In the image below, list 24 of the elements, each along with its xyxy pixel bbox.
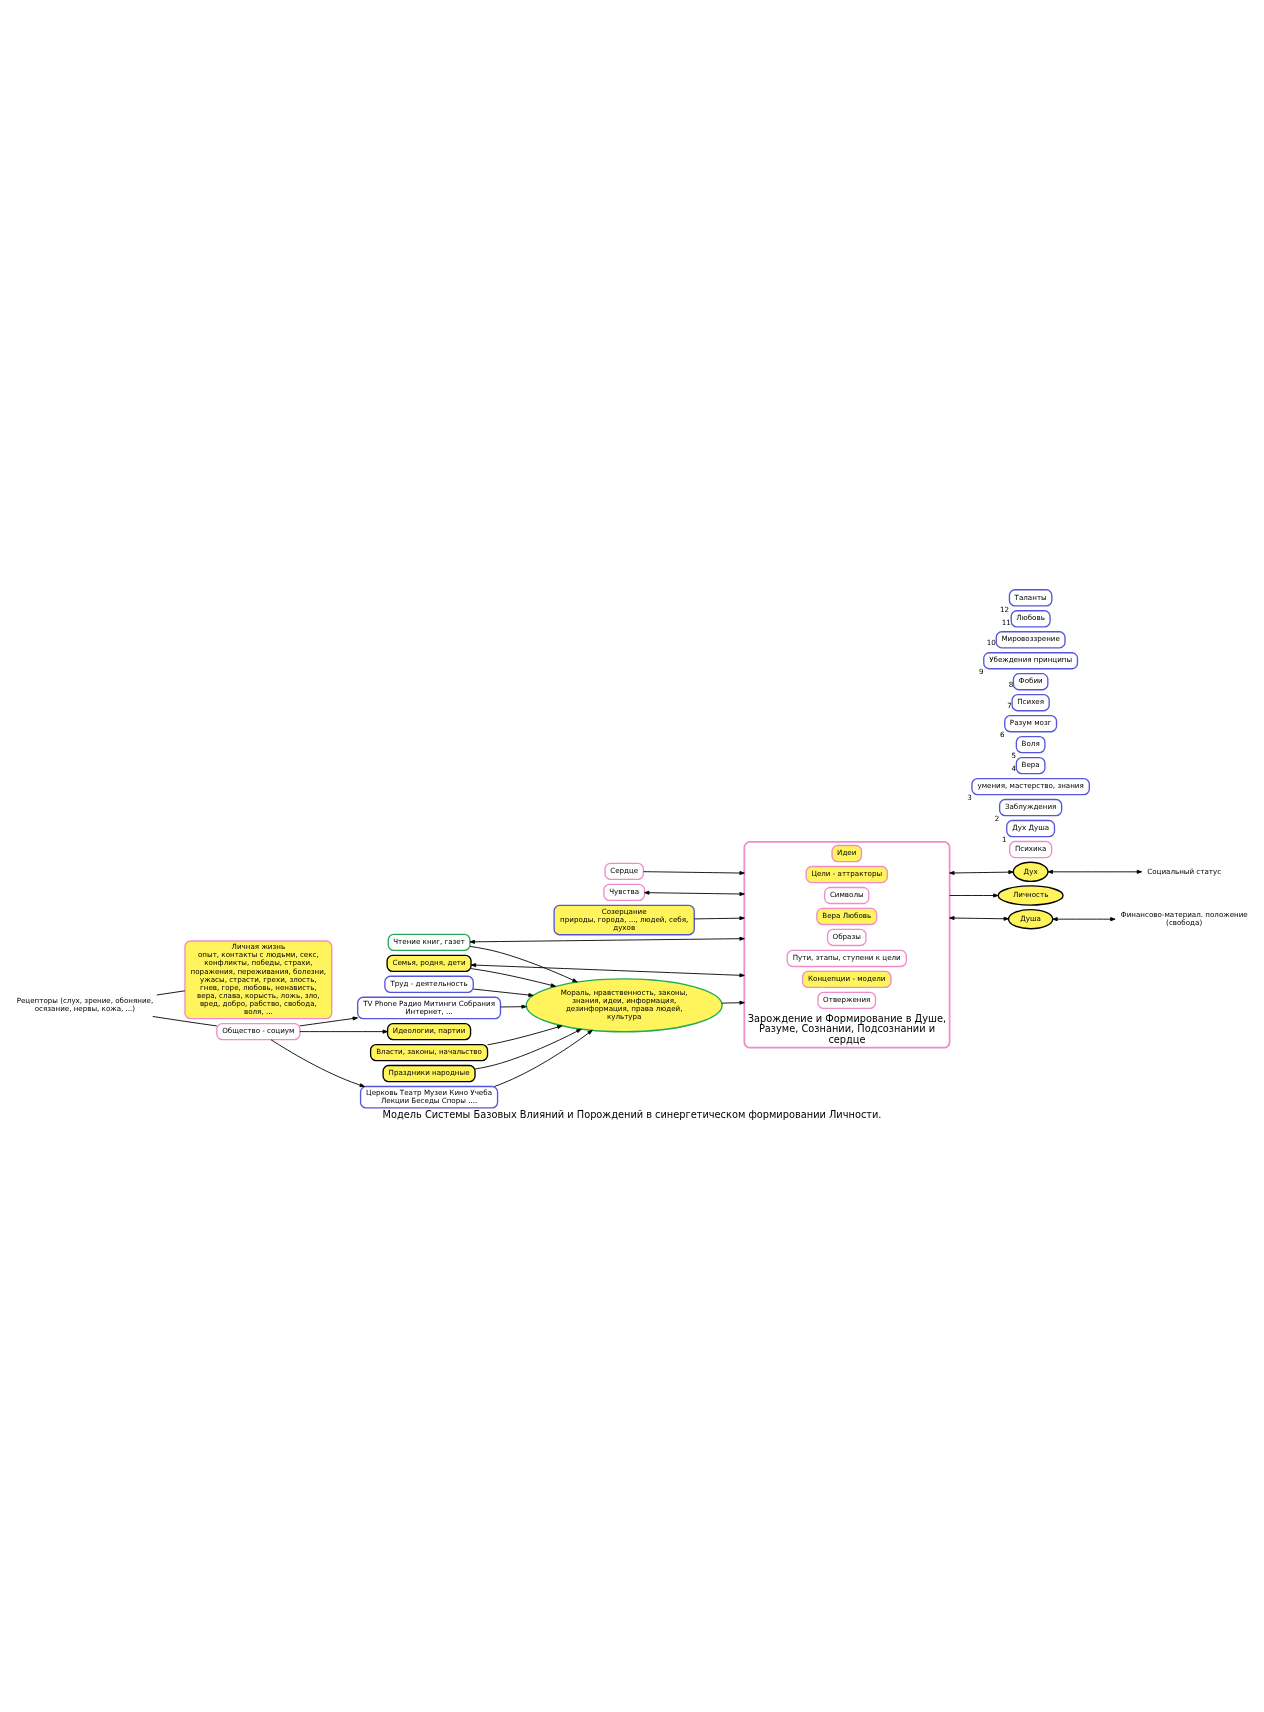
caption: Модель Системы Базовых Влияний и Порождений в синергетическом формировании Личности.	[382, 1108, 882, 1120]
arrow	[949, 893, 999, 898]
arrow	[472, 988, 534, 998]
arrow	[474, 1028, 582, 1070]
arrow	[500, 1004, 527, 1009]
arrow	[469, 936, 745, 944]
arrow	[1047, 869, 1143, 874]
connector	[152, 1016, 218, 1027]
arrow	[693, 916, 745, 921]
arrow	[270, 1039, 365, 1088]
arrow	[1052, 917, 1116, 922]
arrow	[721, 1000, 745, 1005]
arrow	[299, 1029, 388, 1034]
arrow	[469, 945, 578, 983]
arrow	[470, 963, 745, 978]
connector	[156, 990, 186, 996]
arrow	[949, 916, 1009, 921]
arrow	[493, 1029, 593, 1087]
arrow	[487, 1025, 563, 1046]
arrow	[644, 890, 745, 896]
arrow	[299, 1016, 358, 1027]
arrow	[470, 968, 557, 988]
arrow	[949, 870, 1014, 875]
arrow	[643, 871, 745, 876]
